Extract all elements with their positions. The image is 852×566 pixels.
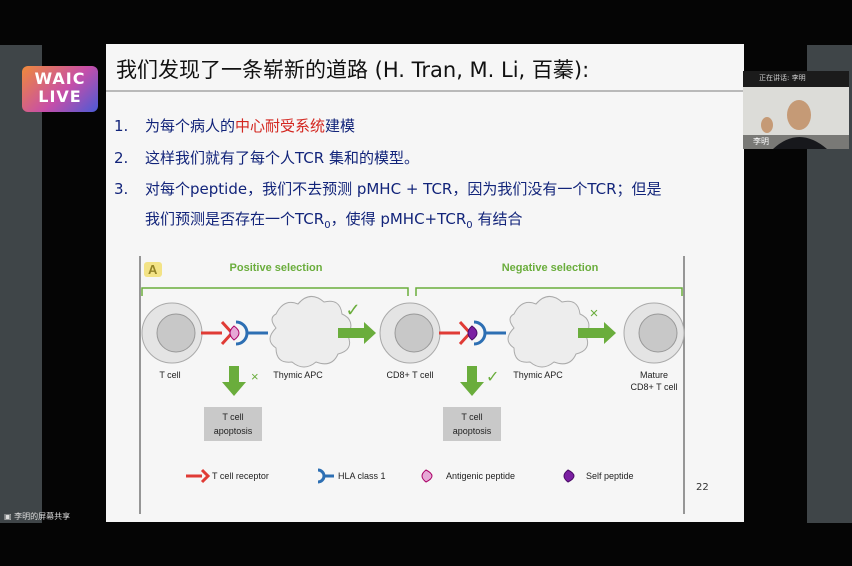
speaking-indicator-bar: 正在讲话: 李明	[743, 71, 849, 87]
legend-hla: HLA class 1	[317, 468, 386, 484]
screen-share-label: 李明的屏幕共享	[14, 512, 71, 521]
apoptosis-box-2: T cell apoptosis	[443, 407, 501, 441]
slide-title: 我们发现了一条崭新的道路 (H. Tran, M. Li, 百蓁):	[116, 58, 590, 82]
svg-text:×: ×	[590, 305, 599, 322]
svg-text:✓: ✓	[486, 369, 499, 386]
thymic-apc-2-label: Thymic APC	[513, 370, 563, 380]
bullet-number: 1.	[114, 117, 129, 135]
svg-text:HLA class 1: HLA class 1	[338, 471, 386, 481]
waic-live-logo: WAIC LIVE	[22, 66, 98, 112]
bullet-number: 3.	[114, 180, 129, 198]
positive-selection-label: Positive selection	[230, 262, 323, 274]
logo-line-1: WAIC	[34, 69, 86, 88]
bullet-text: 我们预测是否存在一个TCR	[145, 210, 325, 228]
screen-share-indicator: ▣ 李明的屏幕共享	[4, 511, 70, 522]
subscript: 0	[466, 220, 473, 231]
svg-text:T cell: T cell	[222, 412, 243, 422]
speaker-avatar	[743, 87, 849, 149]
panel-label-highlight	[144, 262, 162, 277]
title-divider	[106, 90, 744, 92]
positive-selection-bracket	[141, 287, 409, 296]
bullet-text: 建模	[325, 117, 356, 135]
subscript: 0	[324, 220, 331, 231]
left-background-panel	[0, 45, 42, 523]
negative-selection-label: Negative selection	[502, 262, 599, 274]
bullet-3: 3. 对每个peptide，我们不去预测 pMHC + TCR，因为我们没有一个T…	[114, 178, 662, 199]
svg-text:×: ×	[251, 369, 259, 384]
negative-selection-bracket	[415, 287, 683, 296]
bullet-text: 这样我们就有了每个人TCR 集和的模型。	[145, 149, 419, 167]
bullet-text: 为每个病人的	[145, 117, 236, 135]
t-cell-label: T cell	[159, 370, 180, 380]
svg-text:✓: ✓	[345, 300, 360, 320]
cd8-t-cell	[379, 302, 441, 364]
apoptosis-box-1: T cell apoptosis	[204, 407, 262, 441]
svg-text:Self peptide: Self peptide	[586, 471, 634, 481]
speaking-label: 正在讲话: 李明	[759, 74, 806, 82]
legend-self-peptide: Self peptide	[563, 469, 634, 483]
presentation-slide: 我们发现了一条崭新的道路 (H. Tran, M. Li, 百蓁): 1. 为每个…	[106, 44, 744, 522]
legend-tcr: T cell receptor	[186, 468, 269, 484]
speaker-name-bar: 李明	[743, 135, 849, 149]
cd8-t-cell-label: CD8+ T cell	[387, 370, 434, 380]
mature-label-line2: CD8+ T cell	[631, 382, 678, 392]
svg-text:apoptosis: apoptosis	[453, 426, 492, 436]
svg-text:T cell receptor: T cell receptor	[212, 471, 269, 481]
thymic-apc-1	[269, 296, 352, 368]
share-icon: ▣	[4, 512, 12, 521]
bullet-number: 2.	[114, 149, 129, 167]
apoptosis-arrow-1: ×	[222, 366, 259, 396]
legend-antigenic-peptide: Antigenic peptide	[421, 469, 515, 483]
thymic-apc-2	[507, 296, 590, 368]
logo-line-2: LIVE	[38, 87, 82, 106]
tcr-hla-complex-1	[201, 320, 268, 346]
highlight-text: 中心耐受系统	[235, 117, 326, 135]
svg-text:Antigenic peptide: Antigenic peptide	[446, 471, 515, 481]
mature-label-line1: Mature	[640, 370, 668, 380]
apoptosis-arrow-2: ✓	[460, 366, 499, 396]
proceed-arrow-1: ✓	[338, 300, 376, 344]
tcr-hla-complex-2	[439, 320, 506, 346]
speaker-video-thumbnail[interactable]: 正在讲话: 李明 李明	[743, 71, 849, 149]
svg-text:T cell: T cell	[461, 412, 482, 422]
bullet-text: 对每个peptide，我们不去预测 pMHC + TCR，因为我们没有一个TCR…	[145, 180, 662, 198]
svg-text:apoptosis: apoptosis	[214, 426, 253, 436]
speaker-name: 李明	[753, 137, 769, 146]
mature-cd8-t-cell	[623, 302, 685, 364]
bullet-2: 2. 这样我们就有了每个人TCR 集和的模型。	[114, 147, 419, 168]
bullet-3-continuation: 我们预测是否存在一个TCR0，使得 pMHC+TCR0 有结合	[114, 208, 522, 231]
bullet-text: ，使得 pMHC+TCR	[330, 210, 467, 228]
thymic-apc-1-label: Thymic APC	[273, 370, 323, 380]
slide-page-number: 22	[696, 482, 709, 493]
thymic-selection-diagram: A Positive selection Negative selection	[139, 256, 685, 514]
proceed-arrow-2: ×	[578, 305, 616, 344]
t-cell	[141, 302, 203, 364]
bullet-text: 有结合	[472, 210, 523, 228]
bullet-1: 1. 为每个病人的中心耐受系统建模	[114, 115, 355, 136]
